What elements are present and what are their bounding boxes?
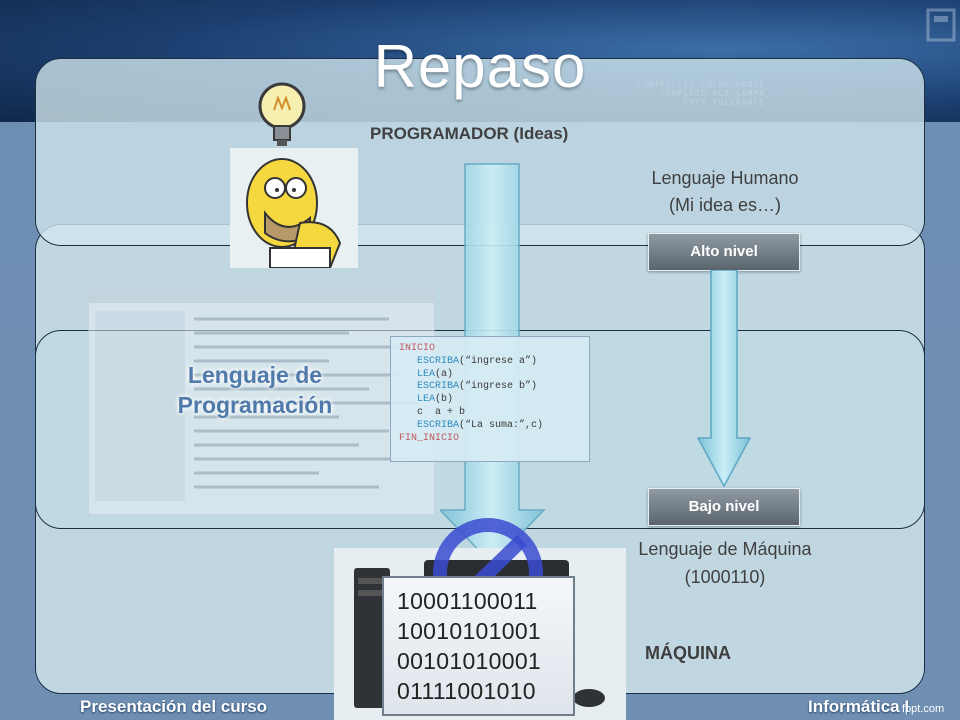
binary-code-box: 10001100011 10010101001 00101010001 0111… xyxy=(382,576,575,716)
pseudocode-arg: (“ingrese b”) xyxy=(459,381,538,393)
machine-label: MÁQUINA xyxy=(645,643,731,663)
down-arrow-icon xyxy=(696,270,752,488)
binary-line: 01111001010 xyxy=(397,678,536,704)
pseudocode-keyword: ESCRIBA xyxy=(417,355,460,367)
slide-title: Repaso xyxy=(373,33,587,100)
pseudocode-start: INICIO xyxy=(399,343,436,354)
human-language-line2: (Mi idea es…) xyxy=(668,195,782,215)
machine-language-line1: Lenguaje de Máquina xyxy=(638,539,812,559)
pseudocode-arg: (“La suma:”,c) xyxy=(459,419,544,431)
binary-line: 10001100011 xyxy=(397,588,538,614)
homer-thinking-illustration xyxy=(230,148,358,268)
code-editor-screenshot xyxy=(88,288,435,515)
pseudocode-keyword: ESCRIBA xyxy=(417,381,460,393)
pseudocode-assignment: c a + b xyxy=(417,406,466,418)
machine-language-label: Lenguaje de Máquina (1000110) xyxy=(600,535,850,591)
human-language-label: Lenguaje Humano (Mi idea es…) xyxy=(610,165,840,219)
pseudocode-box: INICIO ESCRIBA(“ingrese a”) LEA(a) ESCRI… xyxy=(390,336,590,462)
human-language-line1: Lenguaje Humano xyxy=(651,168,799,188)
pseudocode-arg: (a) xyxy=(435,368,454,380)
pseudocode-arg: (“ingrese a”) xyxy=(459,355,538,367)
pseudocode-keyword: LEA xyxy=(417,368,436,380)
programming-language-line1: Lenguaje de xyxy=(187,362,323,388)
footer-subject: Informática I xyxy=(808,697,910,716)
binary-line: 10010101001 xyxy=(397,618,542,644)
machine-language-line2: (1000110) xyxy=(684,567,766,587)
programmer-label: PROGRAMADOR (Ideas) xyxy=(370,124,569,143)
programming-language-line2: Programación xyxy=(177,392,333,418)
pseudocode-arg: (b) xyxy=(435,394,454,406)
footer-brand: fppt.com xyxy=(902,703,945,715)
header-decoration-icon xyxy=(926,8,956,42)
pseudocode-keyword: LEA xyxy=(417,394,436,406)
high-level-box: Alto nivel xyxy=(648,233,800,271)
lightbulb-icon xyxy=(258,82,306,146)
footer-course: Presentación del curso xyxy=(80,697,268,716)
low-level-box: Bajo nivel xyxy=(648,488,800,526)
pseudocode-keyword: ESCRIBA xyxy=(417,419,460,431)
binary-line: 00101010001 xyxy=(397,648,542,674)
programming-language-label: Lenguaje de Programación xyxy=(150,360,360,420)
pseudocode-end: FIN_INICIO xyxy=(399,432,460,444)
